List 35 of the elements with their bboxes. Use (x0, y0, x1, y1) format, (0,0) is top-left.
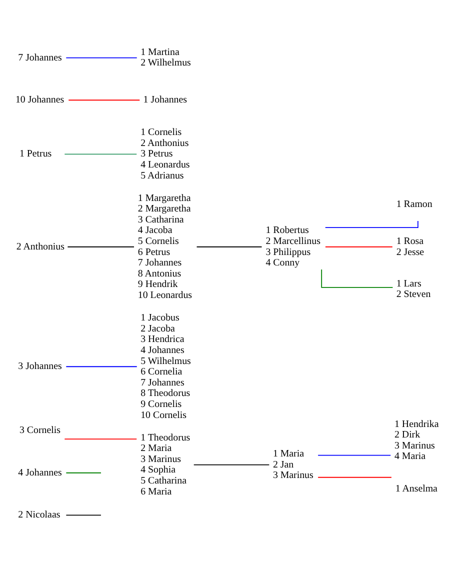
node-text: 1 Rosa 2 Jesse (396, 236, 424, 258)
connector (325, 246, 393, 248)
node-text: 1 Lars 2 Steven (396, 278, 431, 300)
connector (66, 366, 138, 368)
connector (67, 246, 134, 248)
node-text: 3 Johannes (18, 361, 62, 372)
connector (64, 438, 138, 440)
node-text: 10 Johannes (15, 94, 64, 106)
connector (318, 476, 392, 478)
connector (196, 246, 262, 248)
connector (66, 472, 102, 474)
node-text: 1 Anselma (395, 484, 438, 495)
node-text: 1 Maria 2 Jan 3 Marinus (272, 448, 314, 482)
connector (321, 269, 394, 288)
connector (66, 514, 102, 516)
node-text: 1 Petrus (20, 148, 52, 160)
connector (66, 57, 138, 58)
node-text: 1 Robertus 2 Marcellinus 3 Philippus 4 Conny (266, 225, 320, 269)
connector (64, 154, 138, 155)
node-text: 1 Jacobus 2 Jacoba 3 Hendrica 4 Johannes 5 Wilhelmus 6 Cornelia 7 Johannes 8 Theodorus 9 Cornelis 10 Cornelis (140, 312, 191, 421)
connector (193, 464, 270, 466)
node-text: 3 Cornelis (20, 425, 60, 436)
node-text: 1 Hendrika 2 Dirk 3 Marinus 4 Maria (394, 418, 439, 462)
node-text: 1 Cornelis 2 Anthonius 3 Petrus 4 Leonardus 5 Adrianus (140, 127, 190, 182)
node-text: 1 Theodorus 2 Maria 3 Marinus 4 Sophia 5 Catharina 6 Maria (140, 432, 190, 498)
node-text: 1 Ramon (396, 199, 432, 210)
node-text: 4 Johannes (18, 467, 62, 478)
node-text: 1 Martina 2 Wilhelmus (140, 46, 191, 69)
node-text: 1 Margaretha 2 Margaretha 3 Catharina 4 Jacoba 5 Cornelis 6 Petrus 7 Johannes 8 Antonius 9 Hendrik 10 Leonardus (138, 192, 192, 302)
node-text: 1 Johannes (143, 94, 188, 106)
node-text: 2 Anthonius (16, 241, 64, 252)
connector (318, 454, 392, 456)
node-text: 2 Nicolaas (18, 510, 60, 521)
connector (68, 100, 140, 101)
node-text: 7 Johannes (18, 52, 62, 64)
